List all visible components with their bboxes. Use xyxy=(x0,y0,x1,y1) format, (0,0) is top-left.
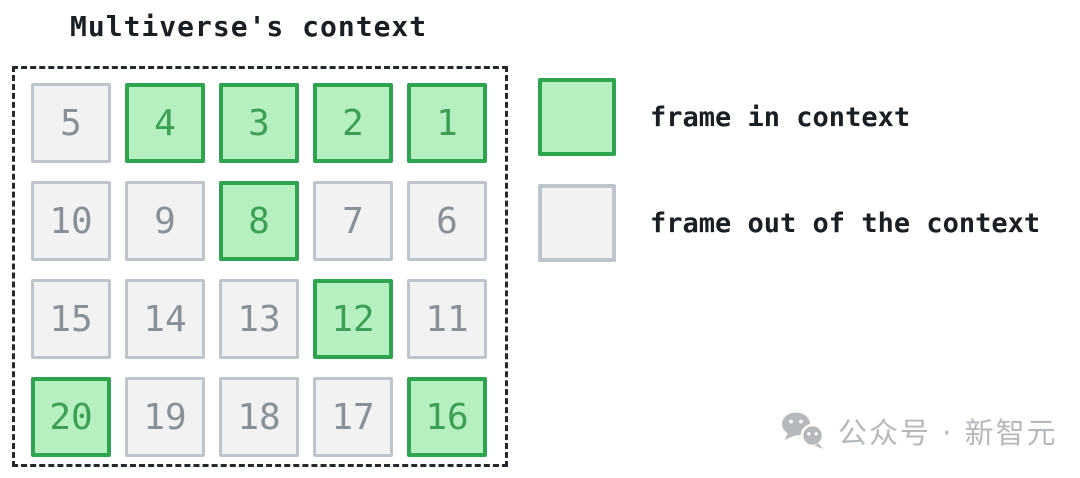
frame-cell: 11 xyxy=(407,279,487,359)
frame-cell: 6 xyxy=(407,181,487,261)
legend-swatch-out-of-context xyxy=(538,184,616,262)
frame-cell: 1 xyxy=(407,83,487,163)
frame-cell: 17 xyxy=(313,377,393,457)
watermark-text: 公众号 · 新智元 xyxy=(838,416,1058,450)
frame-cell: 2 xyxy=(313,83,393,163)
legend-label: frame in context xyxy=(650,101,911,133)
frame-cell: 14 xyxy=(125,279,205,359)
watermark: 公众号 · 新智元 xyxy=(780,410,1058,452)
legend-item-in-context: frame in context xyxy=(538,78,1040,156)
frame-cell: 8 xyxy=(219,181,299,261)
frame-cell: 5 xyxy=(31,83,111,163)
frame-cell: 16 xyxy=(407,377,487,457)
frame-cell: 7 xyxy=(313,181,393,261)
frame-cell: 4 xyxy=(125,83,205,163)
frame-cell: 13 xyxy=(219,279,299,359)
diagram-title: Multiverse's context xyxy=(70,10,428,43)
legend-item-out-of-context: frame out of the context xyxy=(538,184,1040,262)
frame-cell: 12 xyxy=(313,279,393,359)
frame-cell: 19 xyxy=(125,377,205,457)
frame-cell: 9 xyxy=(125,181,205,261)
frame-grid: 5 4 3 2 1 10 9 8 7 6 15 14 13 12 11 20 1… xyxy=(15,69,505,457)
context-boundary-box: 5 4 3 2 1 10 9 8 7 6 15 14 13 12 11 20 1… xyxy=(12,66,508,467)
legend-label: frame out of the context xyxy=(650,207,1041,239)
frame-cell: 15 xyxy=(31,279,111,359)
legend-swatch-in-context xyxy=(538,78,616,156)
wechat-icon xyxy=(780,411,828,451)
frame-cell: 18 xyxy=(219,377,299,457)
frame-cell: 3 xyxy=(219,83,299,163)
frame-cell: 20 xyxy=(31,377,111,457)
frame-cell: 10 xyxy=(31,181,111,261)
legend: frame in context frame out of the contex… xyxy=(538,78,1040,262)
